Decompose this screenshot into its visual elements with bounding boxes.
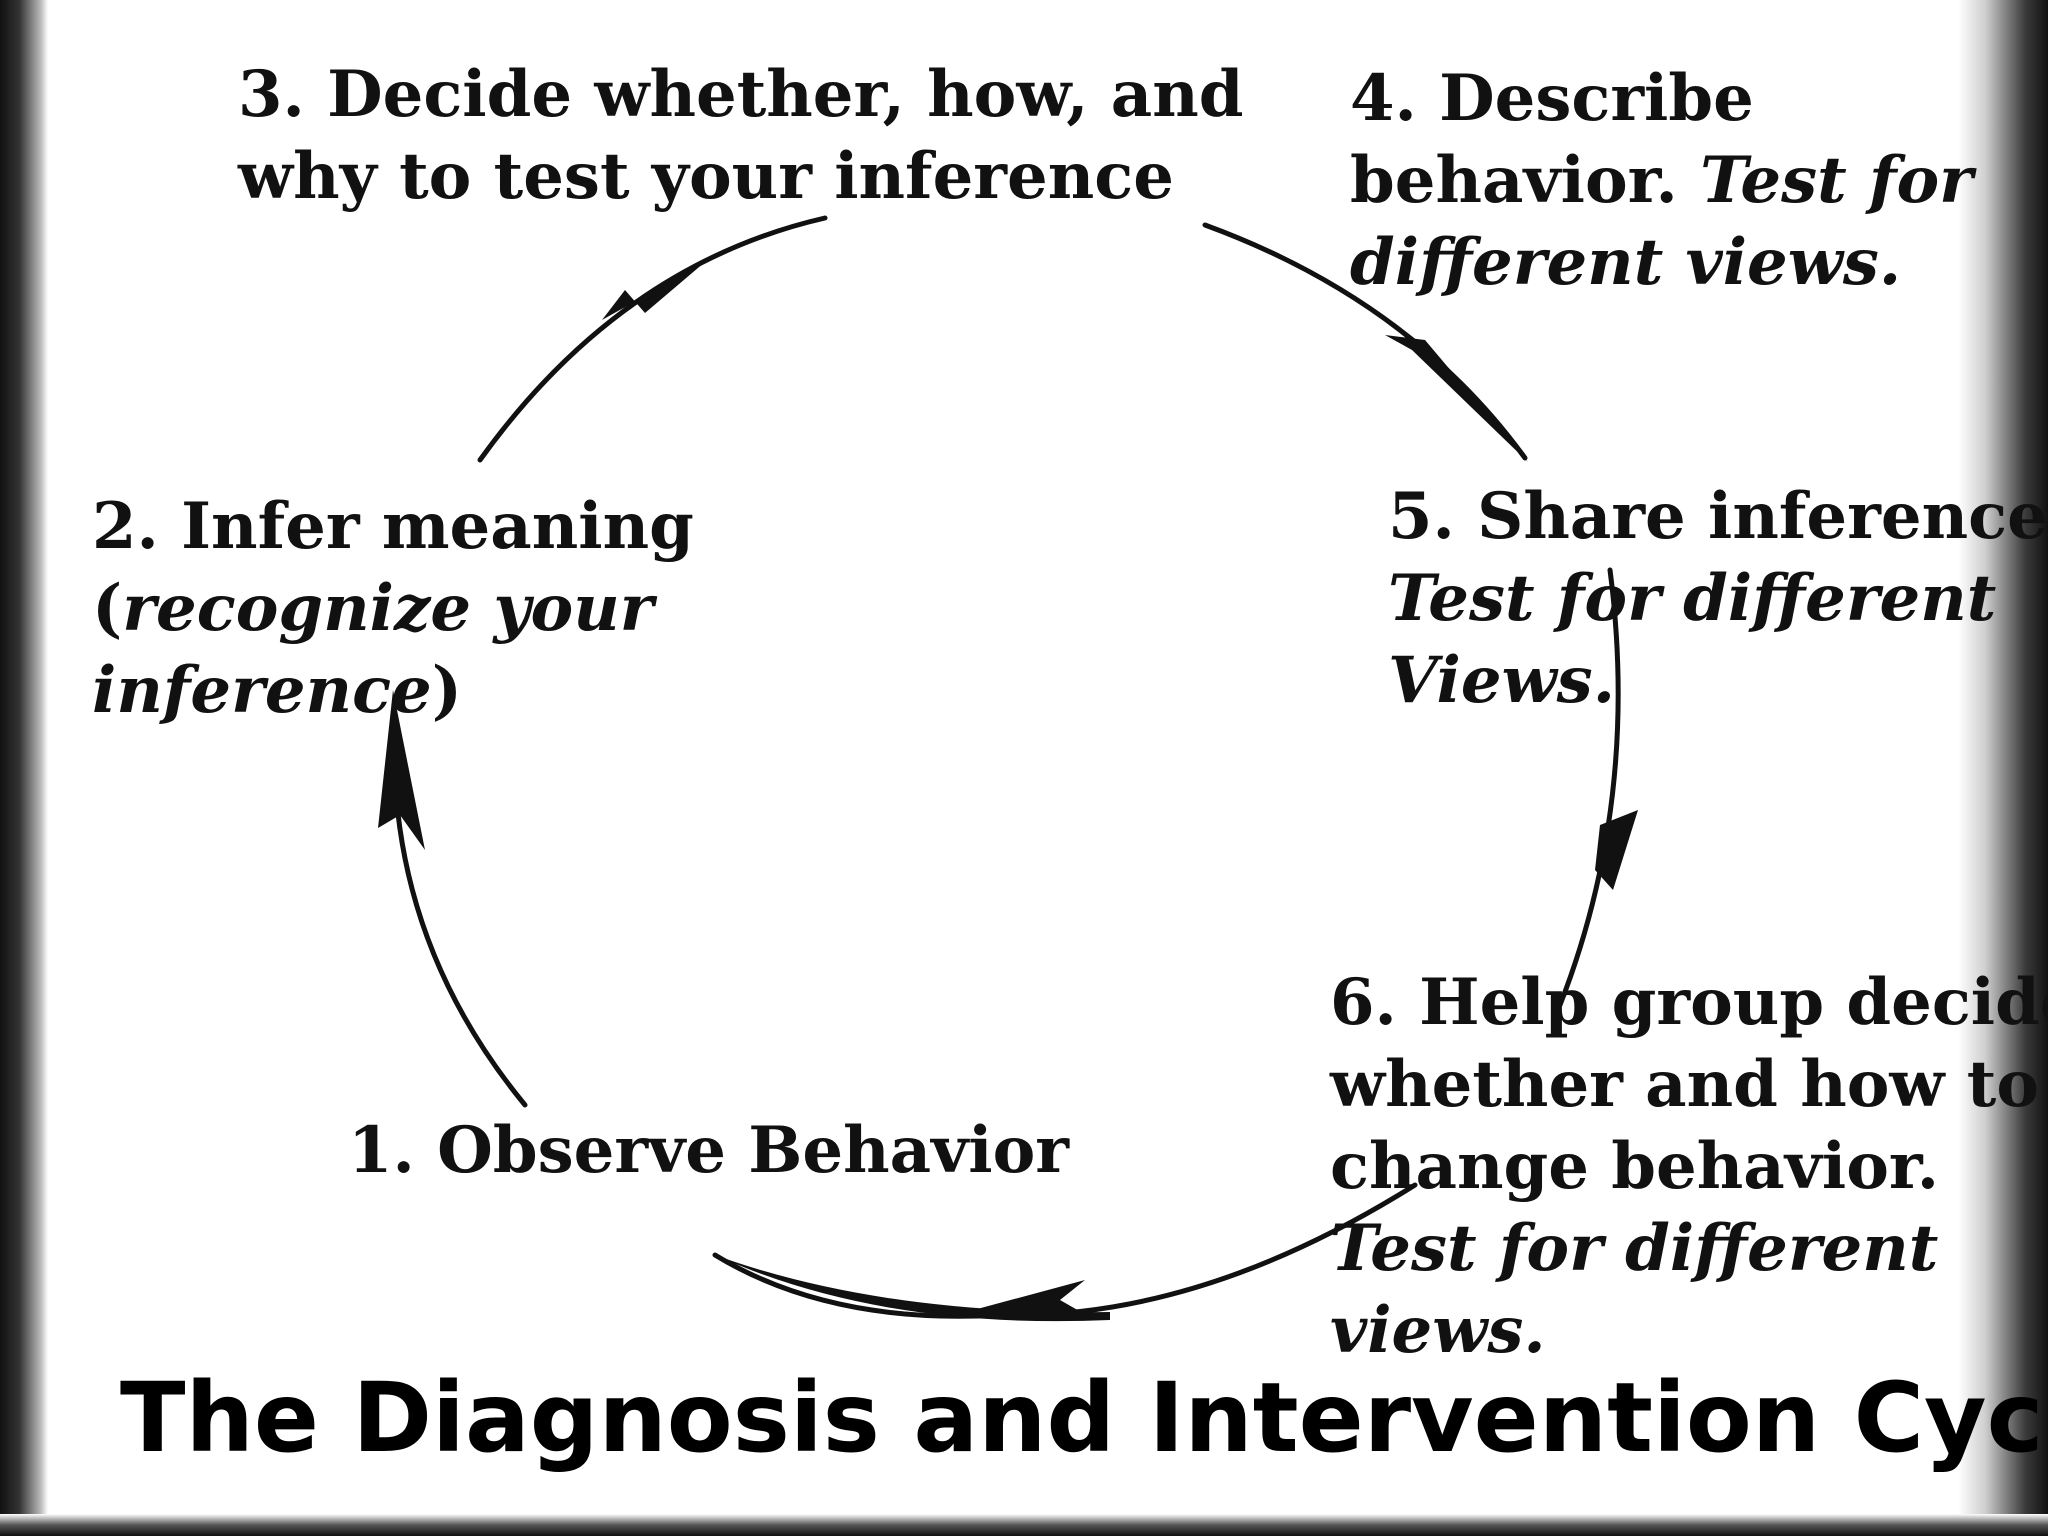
step-2-line-2-italic: recognize your [122,571,654,646]
arrowhead-6-icon [1595,810,1638,890]
step-6-text: 6. Help group decide whether and how to … [1330,962,2048,1372]
arrow-6-to-1-swell-icon [715,1255,1110,1322]
arrow-1-to-2-icon [391,717,528,1108]
step-2-paren-open: ( [92,571,123,646]
step-6-line-5: views. [1330,1293,1546,1368]
step-1-line-1: 1. Observe Behavior [348,1113,1069,1188]
diagram-title: The Diagnosis and Intervention Cycle [120,1362,2048,1474]
arrow-5-to-6-icon [1557,567,1621,1008]
step-4-line-1: 4. Describe [1350,61,1754,136]
step-2-line-2: (recognize your [92,568,694,650]
step-2-line-1: 2. Infer meaning [92,489,694,564]
step-2-line-3-italic: inference [92,653,432,728]
step-6-line-4: Test for different [1330,1211,1939,1286]
arrow-6-to-1-icon [712,1182,1418,1319]
step-4-line-2: behavior. Test for [1350,140,1973,222]
step-6-line-3: change behavior. [1330,1129,1940,1204]
arrowhead-4-icon [1385,335,1528,462]
step-5-line-1: 5. Share inference. [1388,479,2048,554]
arrowhead-3-icon [602,262,705,320]
right-edge-shadow [1958,0,2048,1536]
step-4-text: 4. Describe behavior. Test for different… [1350,58,1973,304]
step-6-line-2: whether and how to [1330,1047,2040,1122]
step-5-line-3: Views. [1388,643,1615,718]
step-5-line-2: Test for different [1388,561,1997,636]
bottom-edge-shadow [0,1514,2048,1536]
step-3-line-1: 3. Decide whether, how, and [238,57,1244,132]
step-2-text: 2. Infer meaning (recognize your inferen… [92,486,694,732]
step-2-line-3: inference) [92,650,694,732]
arrow-2-to-3-icon [477,215,828,463]
step-3-text: 3. Decide whether, how, and why to test … [238,54,1244,218]
step-6-line-1: 6. Help group decide [1330,965,2048,1040]
step-4-line-2-italic: Test for [1700,143,1973,218]
step-5-text: 5. Share inference. Test for different V… [1388,476,2048,722]
step-4-line-3: different views. [1350,225,1902,300]
left-edge-shadow [0,0,48,1536]
arrow-3-to-4-icon [1202,222,1528,461]
step-1-text: 1. Observe Behavior [348,1110,1069,1192]
step-4-line-2-text: behavior. [1350,143,1701,218]
step-3-line-2: why to test your inference [238,139,1174,214]
step-2-paren-close: ) [431,653,463,728]
arrowhead-2-icon [378,690,425,850]
